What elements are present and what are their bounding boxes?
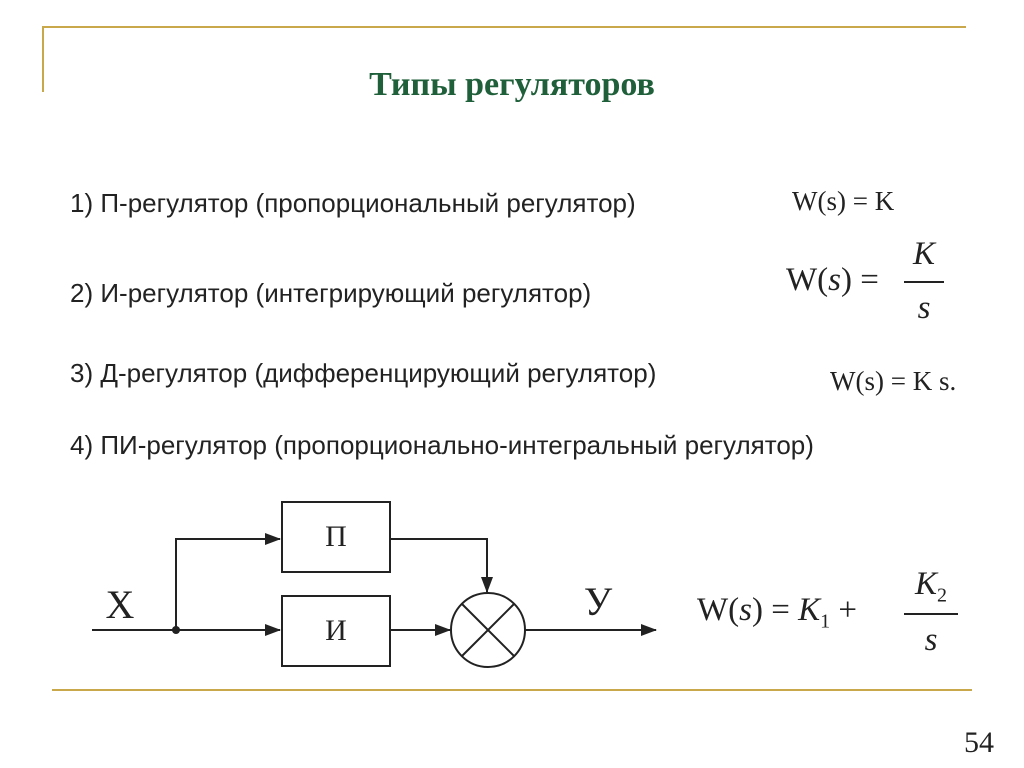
formula-d: W(s) = K s.	[830, 366, 957, 396]
frame-left-line	[42, 26, 44, 92]
block-p-label: П	[325, 520, 347, 553]
item-pi-regulator: 4) ПИ-регулятор (пропорционально-интегра…	[70, 430, 814, 460]
arrow-to-p	[175, 533, 281, 630]
formula-pi-eq: ) =	[751, 592, 790, 628]
page-number: 54	[964, 726, 994, 759]
formula-pi-var: s	[739, 592, 752, 628]
formula-i-denominator: s	[917, 290, 931, 326]
frame-bottom-line	[52, 689, 972, 691]
item-d-regulator: 3) Д-регулятор (дифференцирующий регулят…	[70, 358, 657, 388]
formula-pi-plus: +	[838, 592, 857, 628]
formula-pi-lhs: W(s) = K1 +	[697, 592, 857, 634]
output-label: У	[584, 579, 613, 624]
formula-p: W(s) = K	[792, 186, 895, 216]
formula-i-eq: ) =	[840, 262, 879, 298]
formula-pi-w: W(	[697, 592, 740, 628]
formula-pi-numerator: K2	[904, 566, 958, 608]
arrow-p-to-sum	[390, 538, 493, 593]
formula-pi-fraction-bar	[904, 613, 958, 615]
slide-title: Типы регуляторов	[369, 66, 655, 103]
sum-cross-2	[461, 603, 515, 657]
block-i-label: И	[325, 614, 347, 647]
formula-pi-k2: K	[914, 566, 937, 602]
formula-pi-k1-sub: 1	[820, 610, 831, 633]
formula-i-lhs: W(s) =	[786, 262, 879, 299]
formula-pi-k2-sub: 2	[937, 584, 947, 607]
item-p-regulator: 1) П-регулятор (пропорциональный регулят…	[70, 188, 636, 218]
formula-i-w: W(	[786, 262, 829, 298]
formula-pi-denominator: s	[924, 622, 938, 658]
input-label: X	[106, 582, 135, 627]
item-i-regulator: 2) И-регулятор (интегрирующий регулятор)	[70, 278, 592, 308]
formula-i-var: s	[828, 262, 841, 298]
formula-i-numerator: K	[912, 236, 935, 272]
formula-pi-k1: K	[798, 592, 821, 628]
block-p	[281, 501, 391, 573]
frame-top-line	[42, 26, 966, 28]
formula-i-fraction-bar	[904, 281, 944, 283]
